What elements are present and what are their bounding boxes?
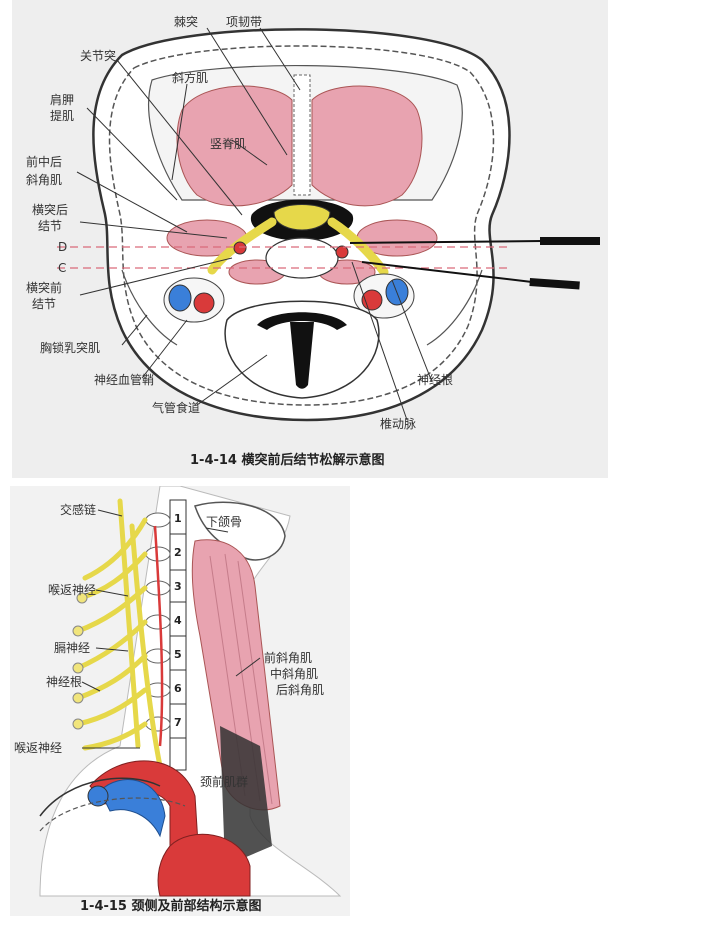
nuchal-ligament: [293, 74, 311, 196]
label-line-c: C: [58, 261, 66, 275]
neck-lateral-diagram: 1 2 3 4 5 6 7: [14, 486, 342, 914]
leader-sympathetic: [97, 509, 123, 517]
needle-upper: [349, 240, 543, 244]
esophagus: [290, 322, 314, 389]
label-nuchal-ligament: 项韧带: [226, 15, 262, 29]
label-ant-scalene: 前斜角肌: [264, 650, 312, 665]
label-articular: 关节突: [80, 48, 116, 63]
mandible: [194, 501, 286, 561]
label-trapezius: 斜方肌: [172, 70, 208, 85]
vertebra-7: 7: [174, 716, 182, 729]
leader-spinous: [206, 27, 288, 156]
leader-scalene: [235, 657, 261, 677]
label-post-tubercle-2: 结节: [38, 219, 62, 233]
label-vertebral-artery: 椎动脉: [380, 416, 416, 431]
heart: [157, 833, 251, 897]
cross-section-figure: 棘突 项韧带 关节突 斜方肌 肩胛 提肌 前中后 斜角肌 竖脊肌 横突后 结节 …: [12, 0, 608, 478]
vertebra-5: 5: [174, 648, 182, 661]
vertebra-2: 2: [174, 546, 182, 559]
sternocleidomastoid-right: [426, 269, 483, 346]
label-scalene-1: 前中后: [26, 154, 62, 169]
vertebra-4: 4: [174, 614, 182, 627]
vertebral-artery-left: [233, 241, 247, 255]
recurrent-laryngeal-nerve: [153, 525, 164, 747]
vertebra-markers: [170, 533, 186, 739]
leader-trachea: [196, 354, 268, 406]
leader-erector: [231, 139, 268, 166]
clavicle: [39, 797, 186, 832]
label-scm: 胸锁乳突肌: [40, 340, 100, 355]
cross-section-diagram: 棘突 项韧带 关节突 斜方肌 肩胛 提肌 前中后 斜角肌 竖脊肌 横突后 结节 …: [26, 14, 600, 468]
leader-neurovascular: [141, 319, 188, 379]
label-phrenic: 膈神经: [54, 641, 90, 655]
leader-nerve-root: [81, 681, 101, 692]
leader-trapezius: [171, 83, 188, 181]
label-levator-1: 肩胛: [50, 92, 74, 107]
leader-nuchal: [259, 27, 301, 91]
first-rib: [39, 777, 161, 817]
label-nerve-root: 神经根: [417, 373, 453, 387]
label-mid-scalene: 中斜角肌: [270, 666, 318, 681]
leader-post-tubercle: [79, 221, 228, 239]
vertebral-artery-right: [335, 245, 349, 259]
carotid-artery-left: [193, 292, 215, 314]
jugular-vein-left: [168, 284, 192, 312]
needle-upper-handle: [540, 237, 600, 245]
label-trachea: 气管食道: [152, 400, 200, 415]
label-spinous: 棘突: [174, 14, 198, 29]
vertebral-column: [169, 499, 187, 771]
nerve-root-nodes: [72, 592, 88, 730]
label-line-d: D: [58, 240, 67, 254]
erector-spinae-left: [176, 85, 293, 207]
sternocleidomastoid-left: [121, 269, 178, 346]
label-ant-tubercle-2: 结节: [32, 297, 56, 311]
leader-ant-tubercle: [79, 257, 233, 296]
leader-recurrent-1: [95, 589, 129, 597]
label-neurovascular: 神经血管鞘: [94, 372, 154, 387]
figure2-caption: 1-4-15 颈侧及前部结构示意图: [80, 898, 262, 914]
neck-lateral-figure: 1 2 3 4 5 6 7: [10, 486, 350, 916]
label-mandible: 下颌骨: [206, 514, 242, 529]
nerve-root-right: [327, 217, 389, 277]
trachea: [257, 312, 347, 330]
label-levator-2: 提肌: [50, 108, 74, 123]
needle-lower-handle: [529, 277, 580, 290]
label-recurrent-1: 喉返神经: [48, 583, 96, 597]
leader-scm: [121, 314, 148, 346]
vertebral-body: [265, 237, 339, 279]
leader-phrenic: [95, 647, 129, 652]
label-scalene-2: 斜角肌: [26, 173, 62, 187]
label-post-tubercle-1: 横突后: [32, 202, 68, 217]
erector-spinae-right: [311, 85, 423, 207]
label-post-scalene: 后斜角肌: [276, 683, 324, 697]
spinal-cord: [273, 204, 331, 231]
label-recurrent-2: 喉返神经: [14, 741, 62, 755]
label-erector: 竖脊肌: [210, 137, 246, 151]
nerve-plexus: [75, 498, 163, 769]
leader-scalene: [76, 171, 188, 233]
leader-nerve-root: [391, 279, 433, 383]
subclavian-vein: [99, 779, 166, 838]
needle-lower: [361, 261, 533, 283]
skin-inner-layer: [108, 45, 495, 406]
figure1-caption: 1-4-14 横突前后结节松解示意图: [190, 452, 385, 468]
leader-levator: [86, 107, 178, 201]
leader-articular: [116, 59, 243, 216]
leader-mandible: [205, 527, 229, 533]
vertebra-3: 3: [174, 580, 182, 593]
label-sympathetic: 交感链: [60, 502, 96, 517]
vessel-end: [87, 785, 109, 807]
label-nerve-root: 神经根: [46, 675, 82, 689]
leader-vertebral-artery: [351, 261, 408, 421]
label-ant-tubercle-1: 横突前: [26, 280, 62, 295]
label-anterior-group: 颈前肌群: [200, 774, 248, 789]
vertebra-1: 1: [174, 512, 182, 525]
anterior-muscles: [220, 726, 272, 866]
vertebra-6: 6: [174, 682, 182, 695]
